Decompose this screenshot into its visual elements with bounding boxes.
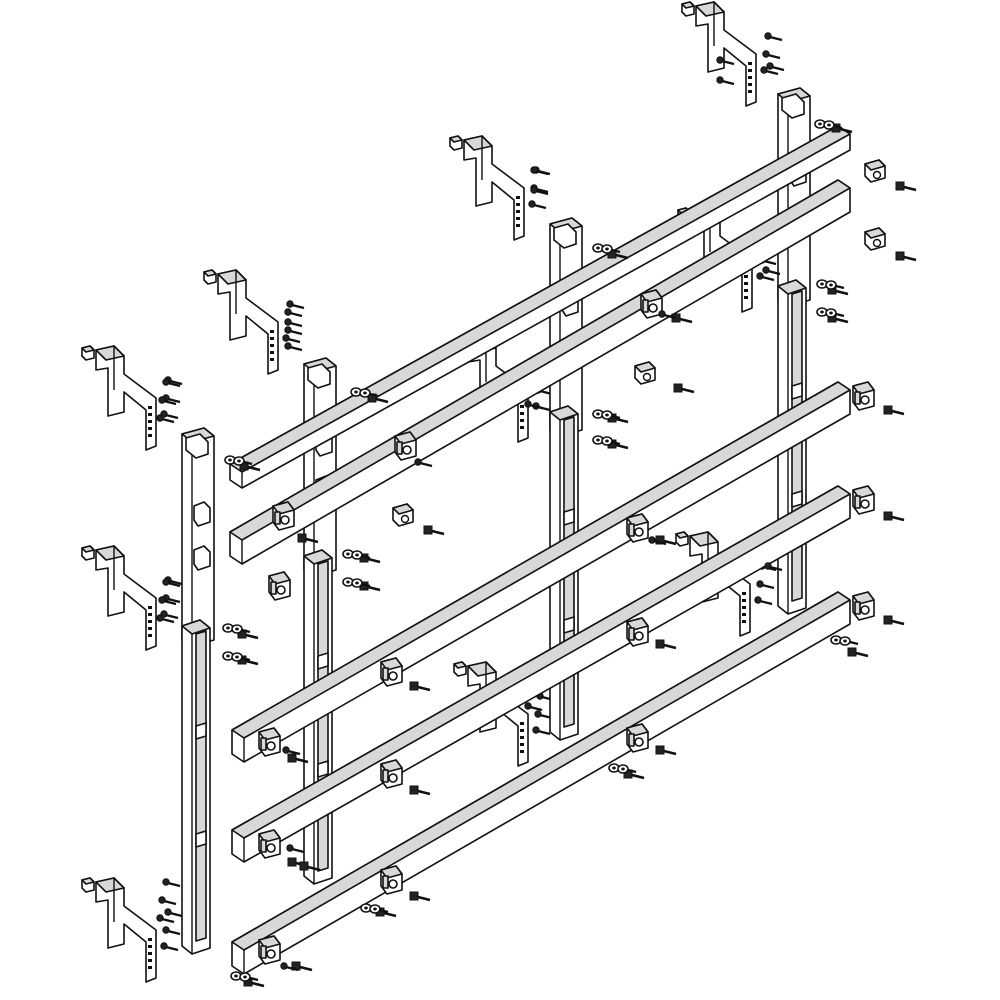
wall-bracket-left-3	[82, 878, 182, 982]
busbar-clamp	[258, 727, 281, 757]
busbar-clamp	[852, 485, 875, 515]
wall-bracket-left-1	[82, 346, 182, 450]
busbar-clamp	[394, 431, 417, 461]
busbar-clamp	[380, 865, 403, 895]
busbar-clamp	[852, 381, 875, 411]
busbar-clamp	[268, 571, 291, 601]
busbar-clamp	[258, 829, 281, 859]
busbar-upper-2	[229, 179, 851, 565]
vertical-rail-1	[181, 427, 215, 955]
busbar-clamp	[272, 501, 295, 531]
wall-bracket-left-2	[82, 546, 182, 650]
busbar-clamp	[626, 617, 649, 647]
busbar-clamp	[626, 723, 649, 753]
busbar-clamp	[626, 513, 649, 543]
busbar-clamp	[852, 591, 875, 621]
busbar-clamp	[380, 759, 403, 789]
wall-bracket-upper-left	[204, 270, 304, 374]
square-nut	[392, 503, 414, 527]
wall-bracket-top-right	[682, 2, 782, 106]
square-nut	[864, 227, 886, 251]
busbar-clamp	[380, 657, 403, 687]
square-nut	[634, 361, 656, 385]
busbar-clamp	[258, 935, 281, 965]
square-nut	[864, 159, 886, 183]
